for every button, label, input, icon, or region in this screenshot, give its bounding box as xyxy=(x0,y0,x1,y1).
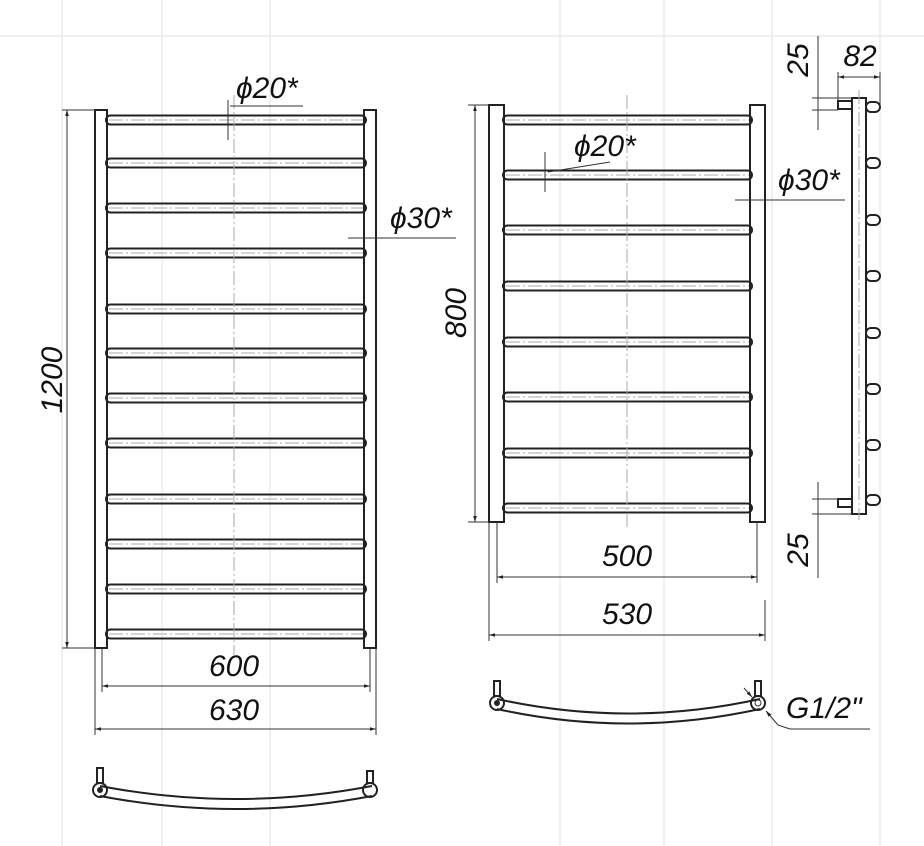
rail-diameter-label: ϕ20* xyxy=(574,130,637,163)
top-bracket xyxy=(837,100,853,110)
thread-size-label: G1/2" xyxy=(786,692,863,725)
front-view-1200x600: 1200 600 630 ϕ20* ϕ30* xyxy=(36,72,456,735)
towel-rail xyxy=(105,303,367,315)
depth-dimension-82: 82 xyxy=(843,40,877,73)
bottom-offset-dimension-25: 25 xyxy=(782,533,815,568)
rail-end-pin xyxy=(865,101,881,113)
rail-diameter-label: ϕ20* xyxy=(236,72,299,105)
left-post xyxy=(94,109,108,649)
rail-end-pin xyxy=(865,157,881,169)
post-diameter-label: ϕ30* xyxy=(390,202,453,235)
height-dimension-1200: 1200 xyxy=(36,346,69,413)
rail-end-pin xyxy=(865,270,881,282)
rail-end-pin xyxy=(865,214,881,226)
towel-rail xyxy=(105,157,367,169)
towel-rail xyxy=(105,202,367,214)
right-post xyxy=(363,109,377,649)
outer-width-dimension-630: 630 xyxy=(209,694,259,727)
side-view: 25 82 25 xyxy=(782,36,881,578)
rail-end-pin xyxy=(865,327,881,339)
towel-rail xyxy=(105,628,367,640)
left-post xyxy=(488,104,505,523)
height-dimension-800: 800 xyxy=(440,288,473,338)
inner-width-dimension-500: 500 xyxy=(602,540,652,573)
front-view-800x500: 800 500 530 ϕ20* ϕ30* xyxy=(440,95,845,641)
rail-end-pin xyxy=(865,383,881,395)
towel-rail xyxy=(105,538,367,550)
top-view-large xyxy=(92,767,378,810)
towel-rail xyxy=(105,247,367,259)
top-offset-dimension-25: 25 xyxy=(782,43,815,78)
towel-rail xyxy=(105,392,367,404)
right-post xyxy=(749,104,766,523)
towel-rail xyxy=(105,493,367,505)
top-view-small: G1/2" xyxy=(489,680,870,730)
rail-end-pin xyxy=(865,439,881,451)
post-diameter-label: ϕ30* xyxy=(778,164,841,197)
towel-rail xyxy=(105,347,367,359)
towel-rail xyxy=(105,437,367,449)
towel-rail xyxy=(105,583,367,595)
towel-rail xyxy=(105,114,367,126)
outer-width-dimension-530: 530 xyxy=(602,598,652,631)
rail-end-pin xyxy=(865,494,881,506)
bottom-bracket xyxy=(837,498,853,508)
inner-width-dimension-600: 600 xyxy=(209,650,259,683)
